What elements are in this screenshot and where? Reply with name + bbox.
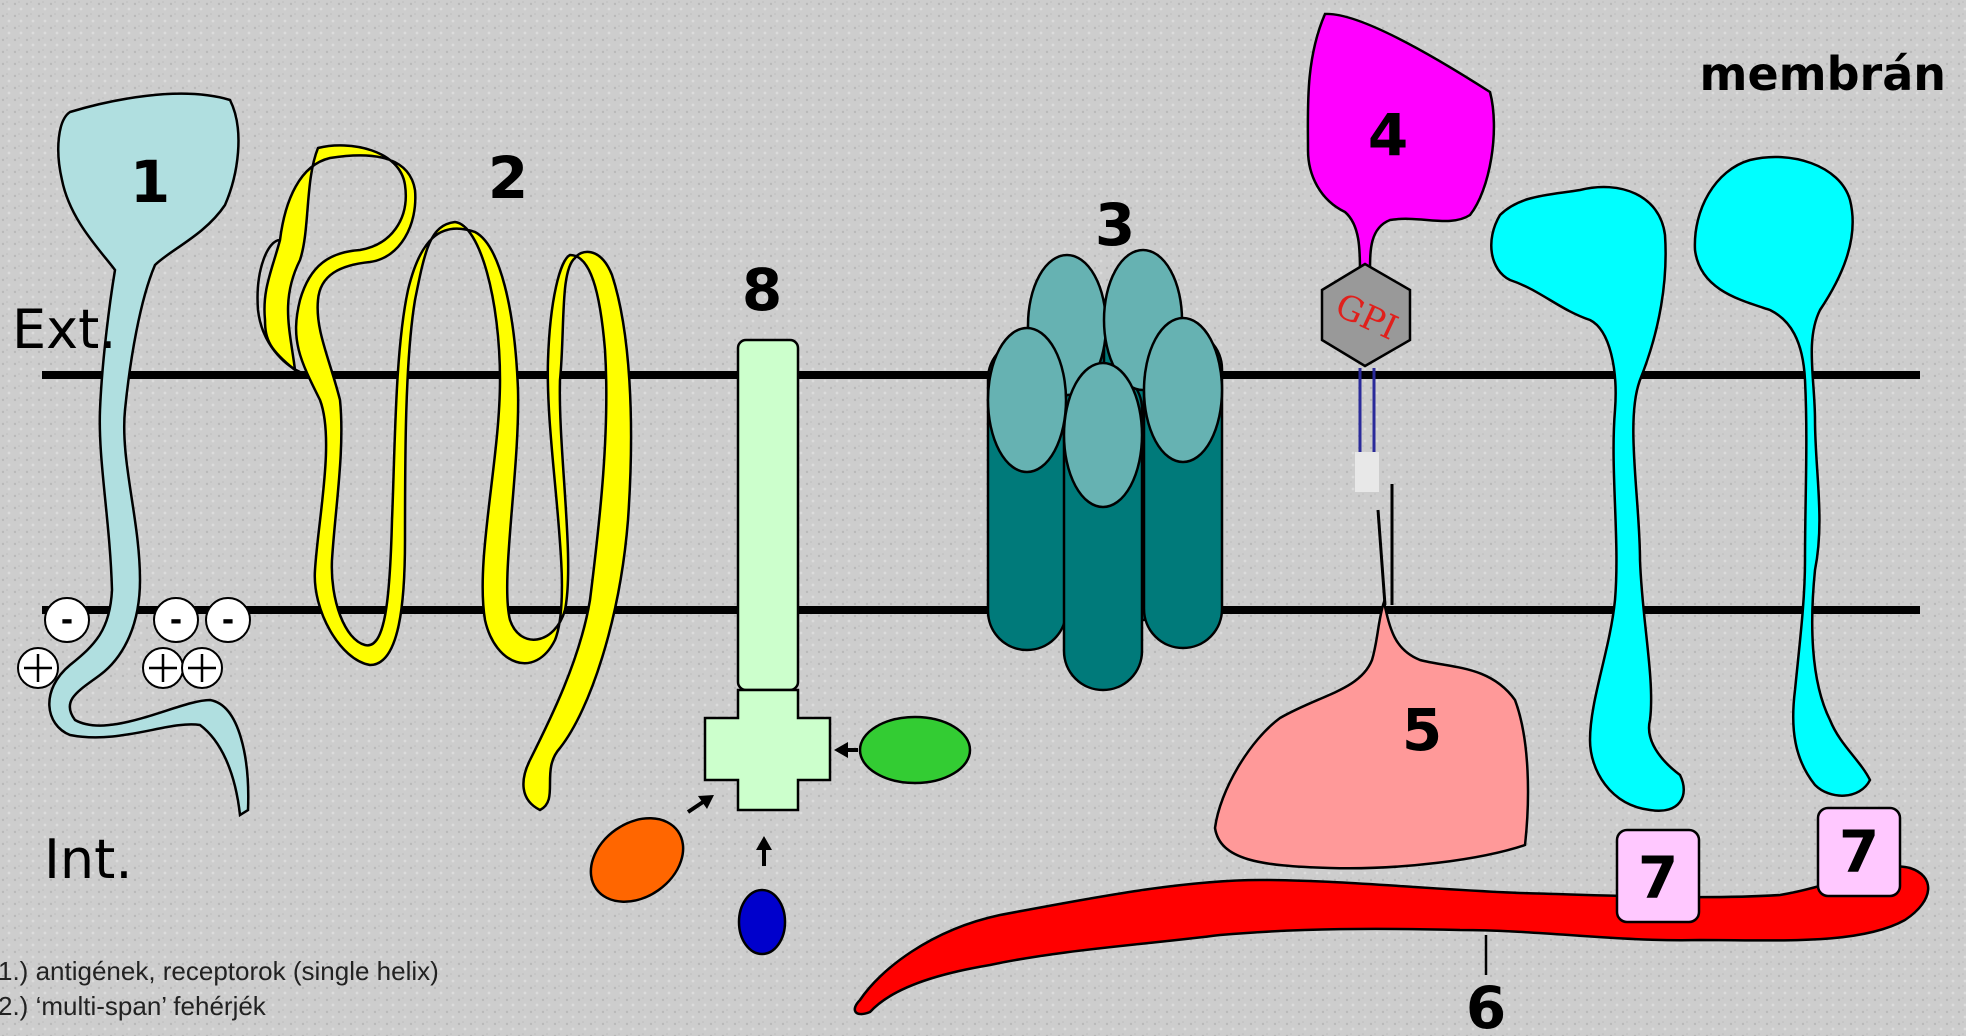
legend-item-1: 1.) antigének, receptorok (single helix) — [0, 956, 439, 986]
label-3: 3 — [1095, 191, 1135, 259]
svg-text:-: - — [61, 603, 73, 638]
intracellular-label: Int. — [44, 828, 133, 891]
label-7b: 7 — [1839, 818, 1879, 886]
plus-sign-2 — [143, 648, 183, 688]
ligand-green — [860, 717, 970, 783]
label-1: 1 — [130, 148, 170, 216]
label-2: 2 — [488, 144, 528, 212]
ligand-blue — [739, 890, 785, 954]
minus-sign-3: - — [206, 598, 250, 642]
minus-sign-1: - — [45, 598, 89, 642]
plus-sign-1 — [18, 648, 58, 688]
svg-text:-: - — [222, 603, 234, 638]
label-7a: 7 — [1638, 844, 1678, 912]
label-5: 5 — [1402, 696, 1442, 764]
label-6: 6 — [1466, 974, 1506, 1036]
legend-item-2: 2.) ‘multi-span’ fehérjék — [0, 991, 267, 1021]
extracellular-label: Ext. — [12, 298, 116, 361]
diagram-title: membrán — [1700, 47, 1946, 101]
minus-sign-2: - — [154, 598, 198, 642]
label-4: 4 — [1368, 101, 1408, 169]
plus-sign-3 — [182, 648, 222, 688]
svg-text:-: - — [170, 603, 182, 638]
label-8: 8 — [742, 256, 782, 324]
